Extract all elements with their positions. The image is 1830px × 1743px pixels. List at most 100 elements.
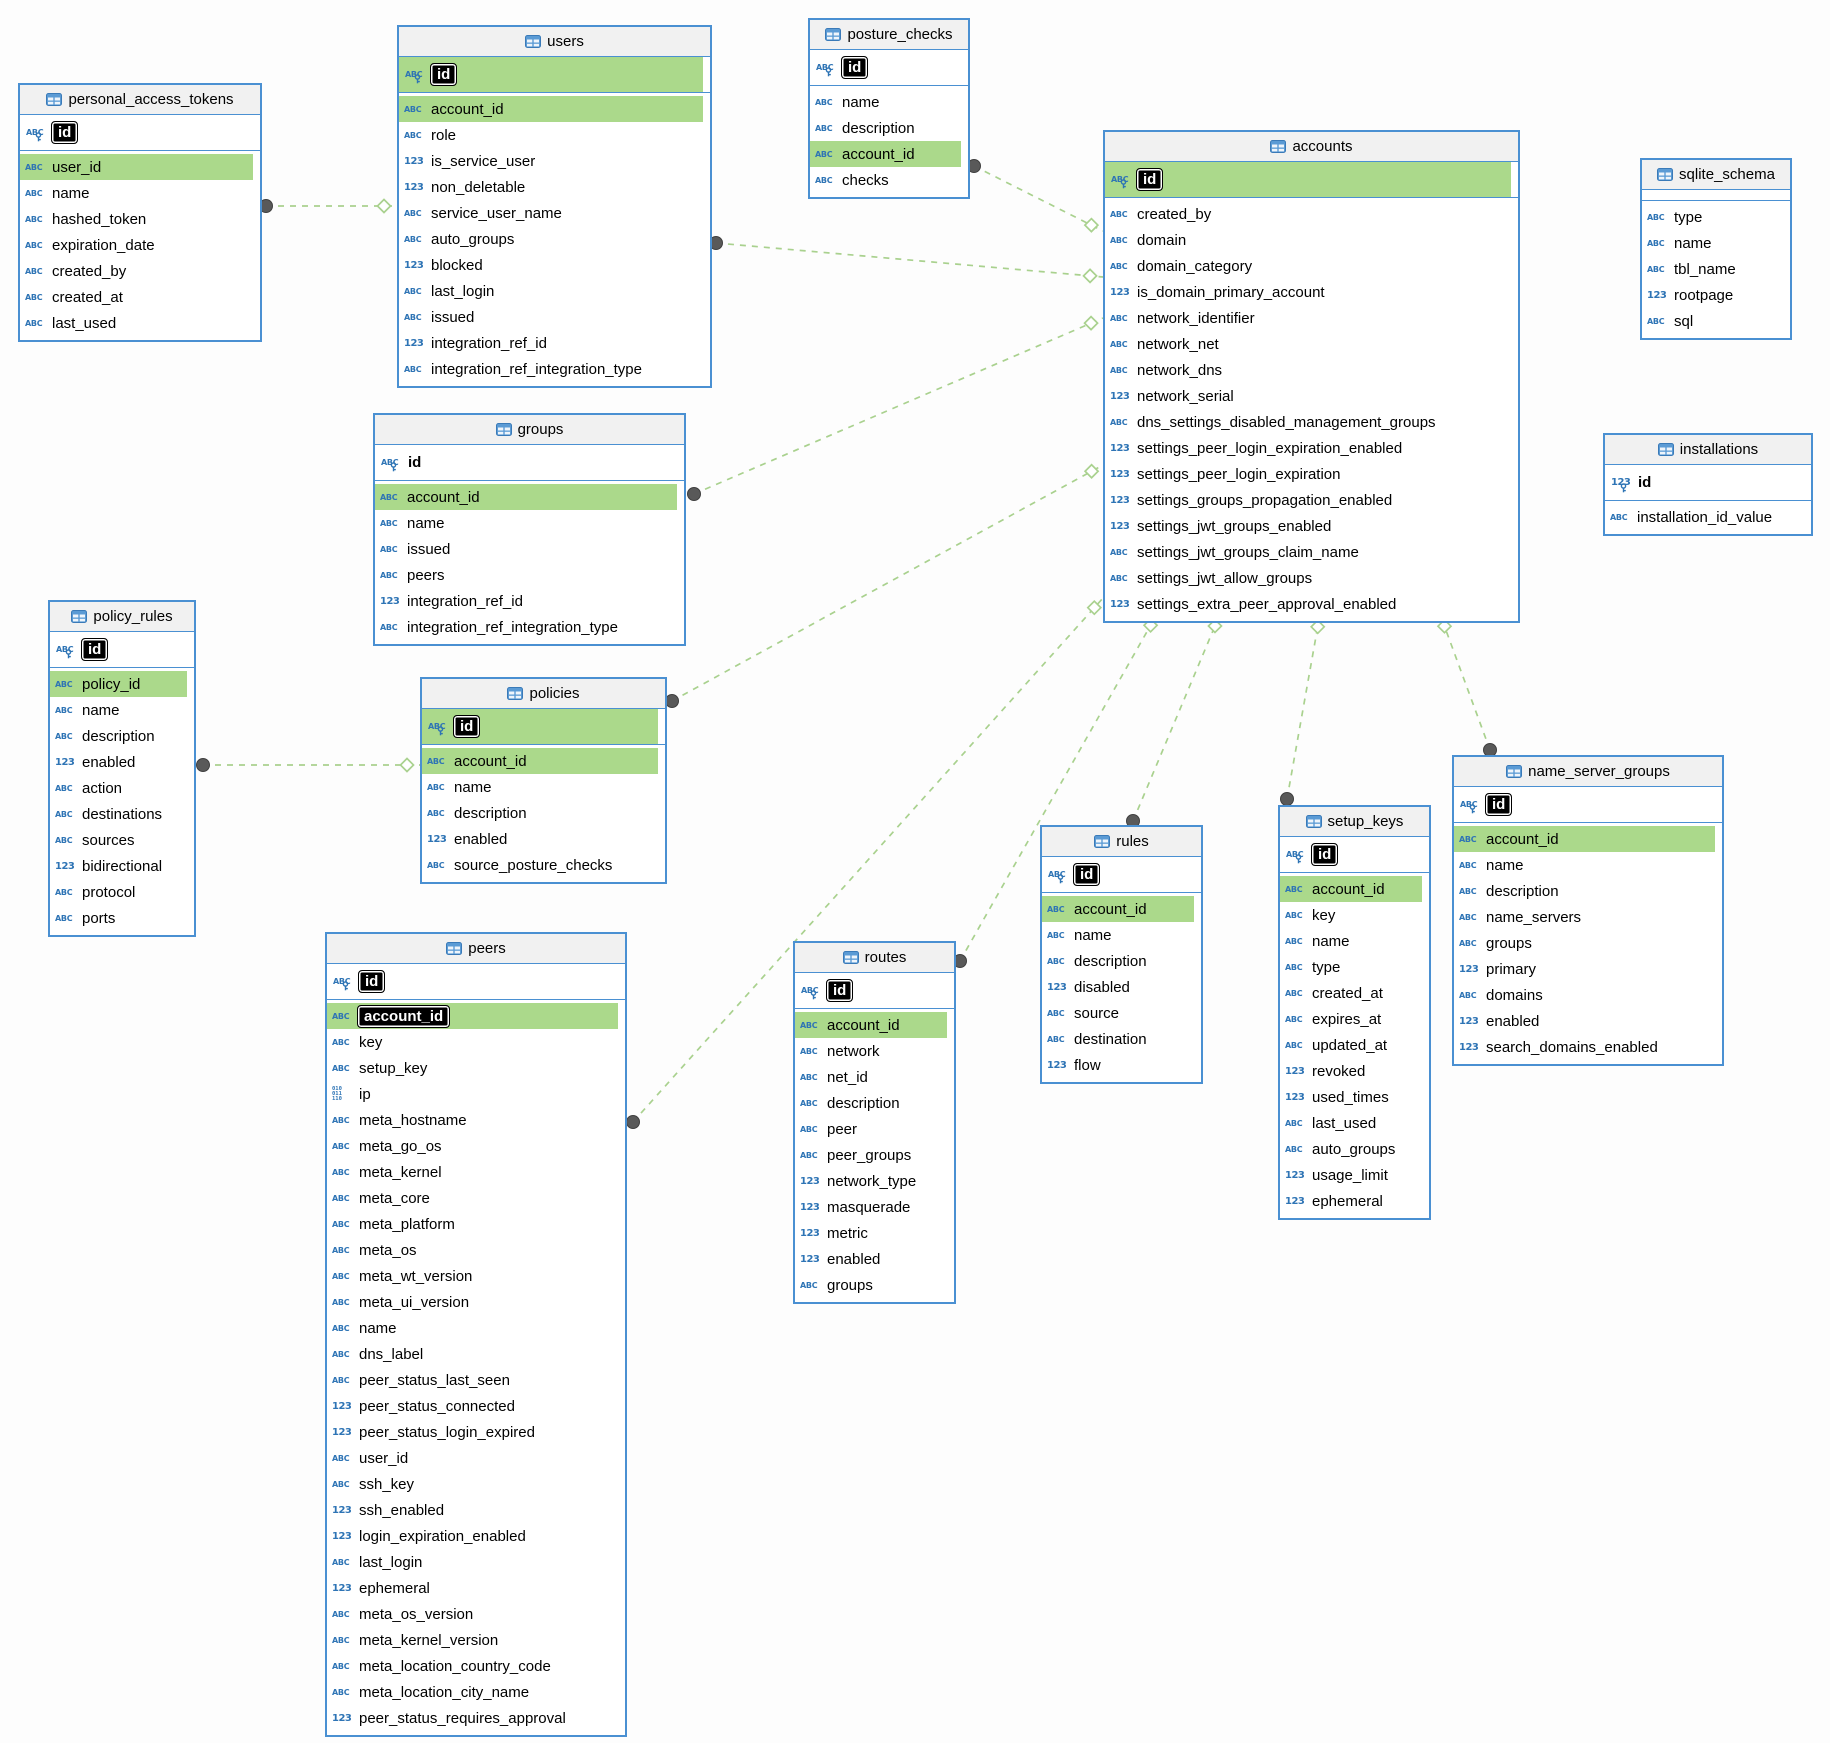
table-header[interactable]: name_server_groups bbox=[1454, 757, 1722, 787]
table-header[interactable]: routes bbox=[795, 943, 954, 973]
table-header[interactable]: sqlite_schema bbox=[1642, 160, 1790, 190]
table-header[interactable]: policies bbox=[422, 679, 665, 709]
table-header[interactable]: rules bbox=[1042, 827, 1201, 857]
table-header[interactable]: policy_rules bbox=[50, 602, 194, 632]
table-header[interactable]: personal_access_tokens bbox=[20, 85, 260, 115]
table-header[interactable]: groups bbox=[375, 415, 684, 445]
table-header[interactable]: posture_checks bbox=[810, 20, 968, 50]
table-header[interactable]: users bbox=[399, 27, 710, 57]
table-header[interactable]: accounts bbox=[1105, 132, 1518, 162]
table-header[interactable]: peers bbox=[327, 934, 625, 964]
table-header[interactable]: installations bbox=[1605, 435, 1811, 465]
